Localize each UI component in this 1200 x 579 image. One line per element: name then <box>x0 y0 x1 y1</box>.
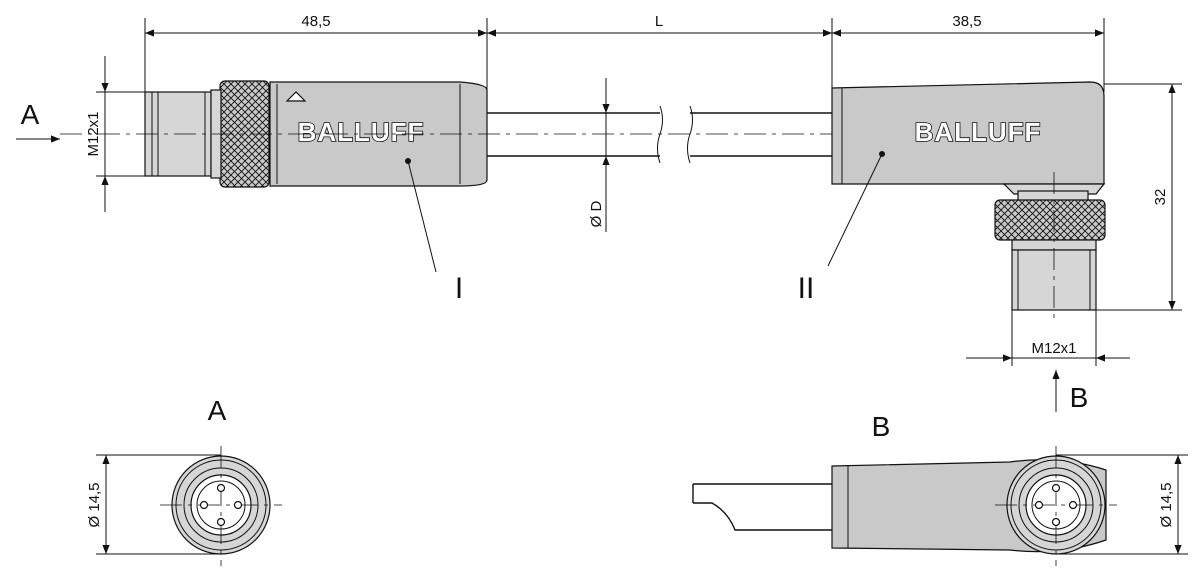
left-thread-dimension: M12x1 <box>85 56 145 212</box>
callout-label-one: I <box>455 272 463 305</box>
dim-label-L: L <box>655 13 663 30</box>
logo-left: BALLUFF <box>298 117 425 147</box>
coding-mark-icon <box>285 91 307 102</box>
dim-label-view-a-dia: Ø 14,5 <box>86 482 103 527</box>
cable-diameter-dimension: Ø D <box>588 78 610 232</box>
pin-3 <box>216 483 226 493</box>
view-b-title: B <box>872 411 891 442</box>
right-connector: BALLUFF <box>831 81 1106 318</box>
pin-4 <box>216 517 226 527</box>
dim-label-left-thread: M12x1 <box>85 111 102 156</box>
pin-1 <box>199 500 209 510</box>
logo-right: BALLUFF <box>915 117 1042 147</box>
view-arrow-a: A <box>16 99 60 143</box>
pin-2 <box>233 500 243 510</box>
pin-b-4 <box>1051 517 1061 527</box>
view-a-title: A <box>208 395 227 426</box>
dim-label-diameter-d: Ø D <box>588 201 605 228</box>
dim-label-38-5: 38,5 <box>952 13 981 30</box>
pin-b-1 <box>1034 500 1044 510</box>
right-knurled-nut <box>994 199 1106 241</box>
view-b: B Ø 14,5 <box>692 411 1188 566</box>
dim-label-view-b-dia: Ø 14,5 <box>1158 482 1175 527</box>
right-height-dimension: 32 <box>1096 83 1182 311</box>
view-arrow-a-label: A <box>21 99 40 130</box>
pin-b-3 <box>1051 483 1061 493</box>
bottom-thread-dimension: M12x1 <box>966 310 1130 366</box>
dim-label-48-5: 48,5 <box>301 13 330 30</box>
callouts: I II <box>407 153 883 305</box>
pin-b-2 <box>1068 500 1078 510</box>
top-dimensions: 48,5 L 38,5 <box>144 13 1105 96</box>
view-a: A Ø 14,5 <box>86 395 282 566</box>
view-arrow-b-label: B <box>1070 382 1089 413</box>
view-arrow-b: B <box>1052 370 1089 413</box>
dim-label-bottom-thread: M12x1 <box>1031 340 1076 357</box>
dim-label-32: 32 <box>1152 189 1169 206</box>
cable <box>487 105 832 164</box>
callout-label-two: II <box>798 272 815 305</box>
right-body <box>831 81 1105 185</box>
